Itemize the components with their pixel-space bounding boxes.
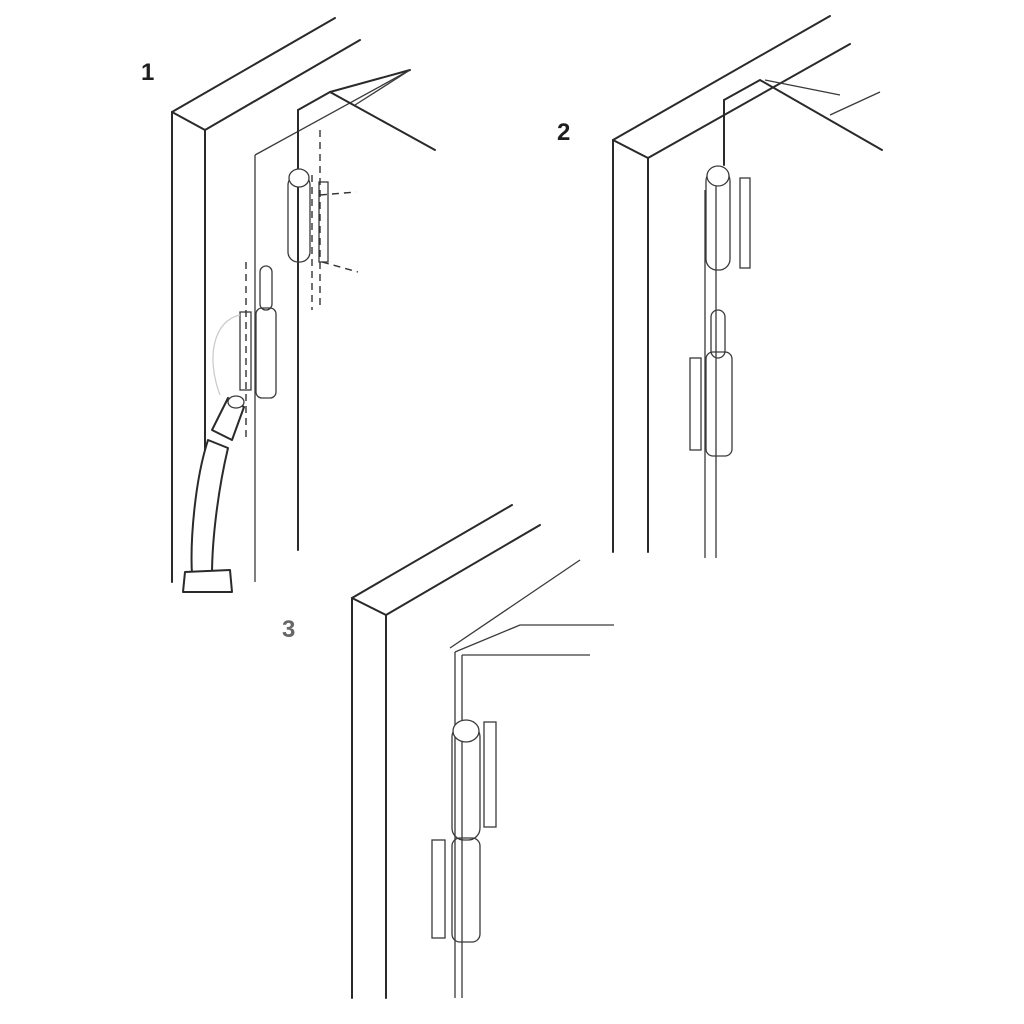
hinge-barrel-upper	[287, 130, 359, 310]
step-number-1: 1	[141, 59, 155, 86]
step-number-3: 3	[282, 616, 296, 643]
panel-2-assemble-step	[612, 15, 883, 558]
frame-outer	[351, 504, 581, 999]
frame-outer	[171, 17, 411, 583]
door-leaf	[297, 69, 436, 551]
hinge-pin-lower	[239, 262, 277, 440]
panel-1-weld-step	[171, 17, 436, 593]
door-leaf	[454, 624, 614, 998]
hinge-pin-icon	[689, 309, 733, 457]
frame-outer	[612, 15, 851, 558]
door-leaf	[723, 79, 883, 166]
hinge-barrel-upper	[705, 165, 751, 271]
hinge-barrel-icon	[431, 719, 497, 943]
step-number-2: 2	[557, 119, 571, 146]
panel-3-installed-step	[351, 504, 614, 999]
welding-torch-icon	[182, 314, 245, 593]
